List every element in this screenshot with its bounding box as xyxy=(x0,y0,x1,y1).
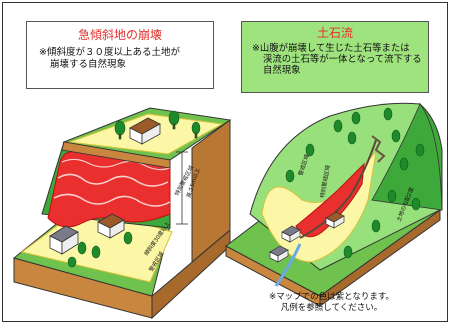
steep-slope-title: 急傾斜地の崩壊 xyxy=(77,28,162,42)
outer-frame xyxy=(2,2,448,322)
footnote-line1: ※マップでの色は紫となります。 xyxy=(268,292,395,302)
left-trees-lower xyxy=(67,231,133,268)
left-house-top xyxy=(129,117,161,145)
map-color-footnote: ※マップでの色は紫となります。 凡例を参照してください。 xyxy=(244,292,419,313)
debris-flow-title: 土石流 xyxy=(316,26,353,40)
debris-flow-desc-line2: 渓流の土石等が一体となって流下する xyxy=(263,54,422,66)
left-collapse-scallops-2 xyxy=(53,193,171,207)
left-trees-top xyxy=(114,110,201,140)
left-house-lower-1 xyxy=(49,225,79,255)
left-block-cliff-side xyxy=(191,119,231,264)
debris-flow-desc-line1: ※山腹が崩壊して生じた土石等または xyxy=(252,43,410,54)
left-collapse-scallops xyxy=(57,173,169,187)
debris-flow-caption-box: 土石流 ※山腹が崩壊して生じた土石等または 渓流の土石等が一体となって流下する … xyxy=(241,21,429,93)
right-house-1 xyxy=(281,225,301,243)
left-collapse-scallops-3 xyxy=(61,158,171,171)
right-house-3 xyxy=(269,245,289,263)
debris-flow-description: ※山腹が崩壊して生じた土石等または 渓流の土石等が一体となって流下する 自然現象 xyxy=(252,43,422,77)
footnote-line2: 凡例を参照してください。 xyxy=(280,302,383,313)
right-debris-stream xyxy=(299,139,377,239)
right-house-2 xyxy=(325,211,345,229)
right-mountain-side-slope xyxy=(371,103,443,211)
debris-flow-desc-line3: 自然現象 xyxy=(263,65,301,77)
steep-slope-caption-box: 急傾斜地の崩壊 ※傾斜度が３０度以上ある土地が 崩壊する自然現象 xyxy=(26,21,214,89)
steep-slope-desc-line1: ※傾斜度が３０度以上ある土地が xyxy=(39,47,180,58)
right-river xyxy=(274,243,302,287)
left-plateau-edge xyxy=(61,141,171,169)
right-collapse-scar xyxy=(371,135,386,163)
steep-slope-description: ※傾斜度が３０度以上ある土地が 崩壊する自然現象 xyxy=(39,47,207,70)
left-house-lower-2 xyxy=(97,213,125,239)
right-trees xyxy=(285,107,425,259)
steep-slope-desc-line2: 崩壊する自然現象 xyxy=(50,58,127,70)
